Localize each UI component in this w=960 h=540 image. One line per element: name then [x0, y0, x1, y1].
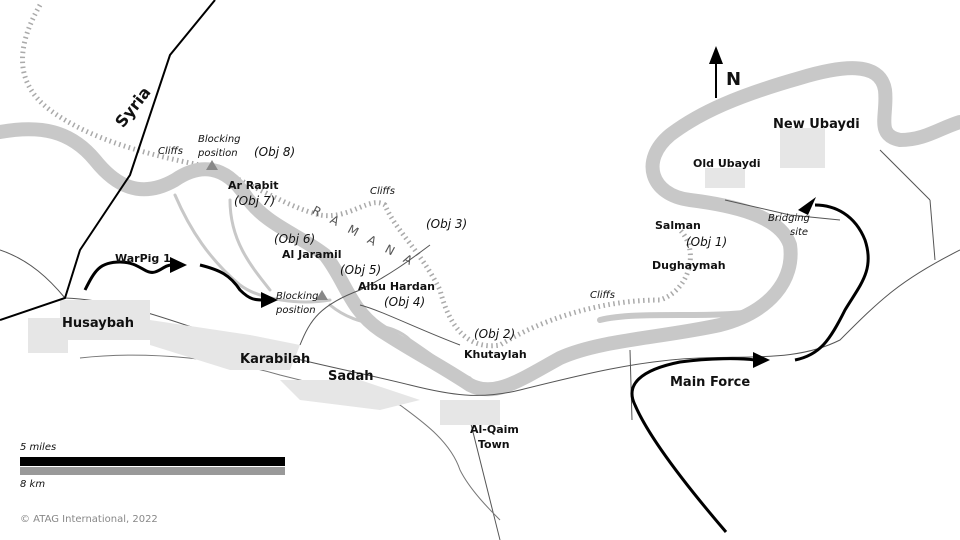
copyright: © ATAG International, 2022 — [20, 514, 158, 525]
blocking-position-marker-north — [206, 160, 218, 170]
cliffs-label-center: Cliffs — [370, 186, 395, 197]
cliffs-label-west: Cliffs — [158, 146, 183, 157]
place-salman: Salman — [655, 219, 701, 232]
cliffs-line — [20, 3, 693, 349]
syria-border — [0, 0, 216, 321]
objective-3: (Obj 3) — [426, 217, 468, 231]
bridging-site-line1: Bridging — [768, 213, 810, 224]
objective-2: (Obj 2) — [474, 327, 516, 341]
place-karabilah: Karabilah — [240, 352, 311, 367]
place-al-jaramil: Al Jaramil — [282, 248, 342, 261]
roads — [0, 149, 960, 540]
force-label-main: Main Force — [670, 375, 751, 390]
objective-8: (Obj 8) — [254, 145, 296, 159]
main-force-arrowhead-2 — [798, 197, 816, 215]
bridging-site-line2: site — [790, 227, 809, 238]
objective-7: (Obj 7) — [234, 194, 276, 208]
main-force-arrow — [630, 203, 870, 533]
place-al-qaim-town: Town — [478, 438, 510, 451]
scale-label-miles: 5 miles — [20, 442, 57, 453]
euphrates-river — [0, 61, 960, 397]
blocking-position-marker-south — [316, 290, 328, 300]
north-arrow-icon — [709, 46, 723, 64]
built-up-areas — [28, 128, 825, 425]
objective-6: (Obj 6) — [274, 232, 316, 246]
blocking-position-north-line1: Blocking — [198, 134, 241, 145]
objective-4: (Obj 4) — [384, 295, 426, 309]
objective-5: (Obj 5) — [340, 263, 382, 277]
scale-bar-km — [20, 467, 285, 475]
blocking-position-north-line2: position — [198, 148, 238, 159]
railway — [79, 354, 501, 521]
blocking-position-south-line1: Blocking — [276, 291, 319, 302]
force-label-warpig: WarPig 1 — [115, 252, 171, 265]
main-force-arrowhead-1 — [753, 352, 770, 368]
place-al-qaim: Al-Qaim — [470, 423, 519, 436]
place-ar-rabit: Ar Rabit — [228, 179, 279, 192]
place-khutaylah: Khutaylah — [464, 348, 527, 361]
scale-label-km: 8 km — [20, 479, 46, 490]
place-sadah: Sadah — [328, 369, 374, 384]
warpig-arrowhead-2 — [261, 292, 278, 308]
place-old-ubaydi: Old Ubaydi — [693, 157, 761, 170]
cliffs-label-east: Cliffs — [590, 290, 615, 301]
place-new-ubaydi: New Ubaydi — [773, 117, 860, 132]
scale-bar-miles — [20, 457, 285, 466]
place-dughaymah: Dughaymah — [652, 259, 726, 272]
warpig-arrowhead-1 — [170, 257, 187, 273]
warpig-arrow — [83, 260, 266, 302]
objective-1: (Obj 1) — [686, 235, 728, 249]
place-albu-hardan: Albu Hardan — [358, 280, 435, 293]
north-label: N — [726, 69, 742, 90]
blocking-position-south-line2: position — [276, 305, 316, 316]
place-husaybah: Husaybah — [62, 316, 135, 331]
